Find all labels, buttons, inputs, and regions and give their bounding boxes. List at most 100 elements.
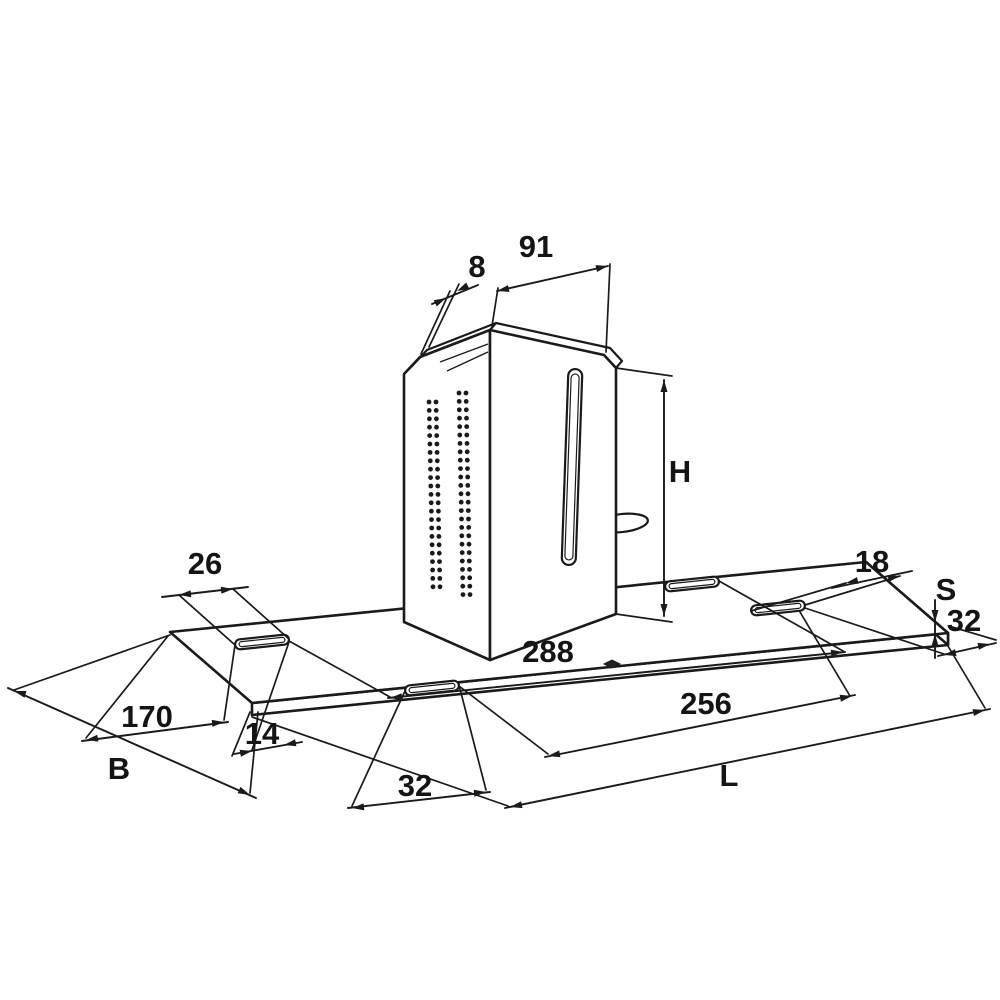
perforation-dot [426, 408, 432, 413]
dimension-arrowhead [595, 265, 608, 272]
dimension-line [387, 651, 846, 699]
perforation-dot [427, 458, 433, 464]
perforation-dot [429, 534, 435, 539]
bracket-left-flange [402, 328, 492, 662]
dim-label-plate-thickness: S [936, 572, 957, 607]
dim-label-inner-length: 256 [680, 686, 732, 721]
extension-line [420, 290, 451, 355]
extension-line [804, 607, 945, 655]
perforation-dot [429, 550, 435, 556]
perforation-dot [466, 541, 472, 547]
dimension-arrowhead [846, 577, 859, 584]
perforation-dot [430, 584, 436, 590]
dimension-arrowhead [497, 285, 510, 292]
perforation-dot [436, 508, 441, 514]
perforation-dot [456, 407, 462, 413]
arrowheads [14, 265, 990, 811]
dimension-arrowhead [211, 719, 224, 727]
perforation-dot [464, 424, 470, 429]
perforation-dot [458, 474, 464, 480]
dimension-arrowhead [887, 575, 900, 582]
perforation-dot [434, 424, 439, 430]
perforation-dot [464, 441, 470, 446]
perforation-dot [460, 575, 466, 581]
perforation-dot [437, 559, 442, 564]
perforation-dot [464, 432, 470, 438]
perforation-dot [457, 424, 463, 429]
perforation-dot [435, 500, 441, 506]
dim-label-left-slot-length: 26 [188, 546, 222, 581]
dimension-line [7, 687, 257, 799]
extension-line [750, 582, 847, 612]
inner-opening-lines [439, 343, 489, 372]
perforation-dot [467, 567, 472, 572]
dimension-arrowhead [239, 749, 252, 757]
dim-label-right-edge-offset: 32 [947, 603, 981, 638]
perforation-dot [428, 475, 433, 480]
dimension-arrowhead [931, 610, 939, 622]
extension-line [458, 685, 549, 755]
dim-label-mid-length: 288 [522, 634, 574, 669]
dimension-arrowhead [972, 709, 985, 716]
extension-line [13, 634, 171, 691]
perforation-dot [467, 592, 473, 597]
perforation-dot [436, 542, 442, 548]
perforation-dot [427, 433, 433, 438]
extension-line [947, 645, 986, 709]
perforation-dot [460, 567, 465, 572]
dim-label-total-length: L [720, 758, 739, 793]
extension-line [249, 711, 259, 794]
dim-label-plate-width: B [108, 751, 130, 786]
dimension-arrowhead [433, 298, 446, 307]
perforation-dot [429, 525, 435, 531]
perforation-dot [457, 449, 463, 455]
perforation-dot [435, 475, 440, 480]
dimension-arrowhead [14, 691, 27, 698]
perforation-dot [464, 415, 469, 421]
dim-label-right-slot-offset: 18 [855, 544, 889, 579]
perforation-dot [427, 450, 433, 455]
web-top-band [494, 321, 624, 370]
perforation-dot [428, 466, 433, 472]
perforation-dot [429, 508, 434, 514]
dimension-arrowhead [548, 750, 561, 758]
perforation-dot [457, 457, 463, 463]
web-slot [560, 367, 584, 567]
perforation-dot [426, 399, 432, 405]
perforation-dot [457, 432, 463, 438]
perforation-dot [437, 567, 442, 573]
perforation-dot [436, 534, 442, 539]
perforation-dot [430, 559, 435, 564]
dimension-arrowhead [220, 586, 233, 594]
perforation-strips [426, 390, 473, 597]
perforation-dot [437, 584, 443, 590]
dimension-arrowhead [457, 282, 470, 291]
extension-line [718, 580, 844, 652]
perforation-dot [427, 441, 433, 447]
perforation-dot [465, 474, 471, 480]
extension-line [491, 287, 499, 327]
dimension-lines [7, 265, 997, 809]
perforation-dot [429, 542, 435, 548]
extension-line [85, 635, 169, 739]
dim-label-left-slot-offset: 14 [245, 716, 280, 751]
extension-line [605, 263, 611, 353]
dimension-arrowhead [179, 590, 192, 598]
perforation-dot [465, 466, 470, 471]
perforation-dot [458, 508, 464, 513]
perforation-dot [464, 449, 470, 455]
perforation-dot [434, 433, 440, 438]
dimension-arrowhead [237, 786, 250, 795]
dimension-arrowhead [977, 642, 990, 650]
dim-label-height: H [669, 454, 691, 489]
dimension-arrowhead [660, 380, 668, 392]
rivet-mark-right [602, 659, 622, 669]
dim-label-front-slot-offset: 32 [398, 768, 432, 803]
perforation-dot [430, 576, 436, 581]
dim-label-left-length: 170 [121, 699, 173, 734]
perforation-dot [458, 483, 464, 488]
perforation-dot [465, 508, 471, 513]
perforation-dot [434, 441, 440, 447]
dimension-line [496, 265, 609, 292]
